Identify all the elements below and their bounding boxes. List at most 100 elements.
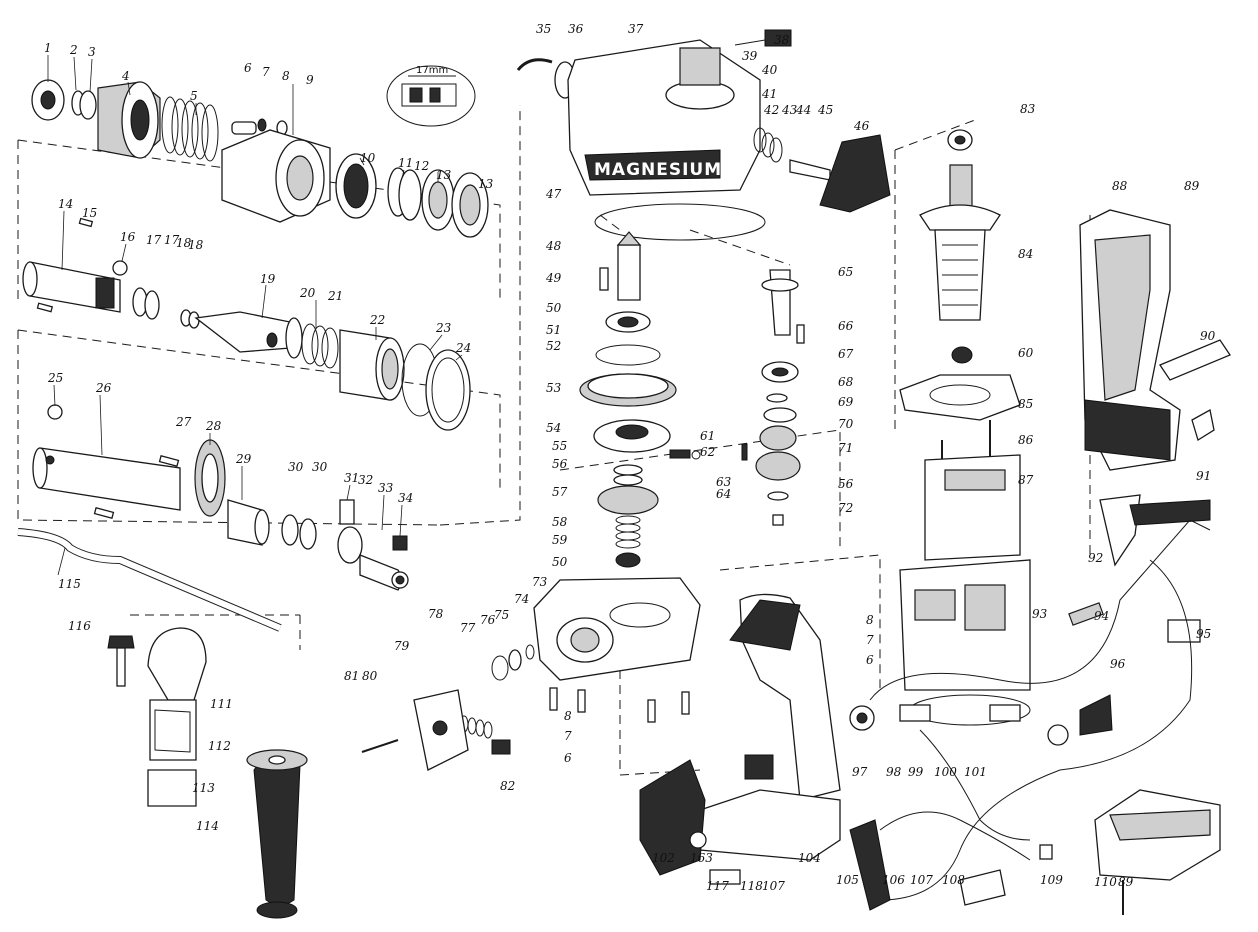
chuck-assembly	[31, 79, 489, 238]
part-number-53: 53	[546, 381, 562, 395]
part-number-105: 105	[836, 873, 859, 887]
part-number-72: 72	[838, 501, 853, 515]
part-number-107: 107	[762, 879, 785, 893]
part-number-87: 87	[1018, 473, 1034, 487]
part-number-16: 16	[120, 230, 136, 244]
brand-logo-text: MAGNESIUM	[594, 160, 722, 180]
part-number-14: 14	[58, 197, 73, 211]
inset-17mm-label: 17mm	[416, 65, 448, 76]
motor-assembly	[899, 129, 1031, 726]
part-number-58: 58	[552, 515, 568, 529]
part-number-30: 30	[312, 460, 328, 474]
part-number-76: 76	[480, 613, 496, 627]
leader-lines	[47, 55, 463, 576]
spindle-assembly	[22, 217, 471, 431]
part-number-91: 91	[1196, 469, 1211, 483]
part-number-70: 70	[838, 417, 854, 431]
part-number-31: 31	[344, 471, 359, 485]
part-number-49: 49	[545, 271, 562, 285]
part-number-3: 3	[88, 45, 96, 59]
part-number-97: 97	[852, 765, 868, 779]
part-number-23: 23	[435, 321, 452, 335]
part-number-114: 114	[196, 819, 219, 833]
part-number-83: 83	[1020, 102, 1036, 116]
part-number-75: 75	[494, 608, 509, 622]
part-number-10: 10	[360, 151, 376, 165]
part-number-115: 115	[58, 577, 81, 591]
part-number-38: 38	[774, 33, 790, 47]
part-number-35: 35	[536, 22, 551, 36]
part-number-59: 59	[552, 533, 568, 547]
part-number-34: 34	[398, 491, 413, 505]
part-number-85: 85	[1018, 397, 1033, 411]
part-number-67: 67	[838, 347, 854, 361]
part-number-13: 13	[478, 177, 494, 191]
part-number-74: 74	[514, 592, 529, 606]
part-number-8: 8	[866, 613, 874, 627]
part-number-79: 79	[394, 639, 410, 653]
part-number-37: 37	[628, 22, 644, 36]
part-number-60: 60	[1018, 346, 1034, 360]
part-number-42: 42	[763, 103, 779, 117]
part-number-8: 8	[282, 69, 290, 83]
part-number-77: 77	[460, 621, 476, 635]
part-number-17: 17	[164, 233, 180, 247]
part-number-112: 112	[208, 739, 231, 753]
part-number-116: 116	[68, 619, 91, 633]
part-number-6: 6	[866, 653, 874, 667]
part-number-110: 110	[1094, 875, 1117, 889]
part-number-27: 27	[175, 415, 192, 429]
inset-17mm-detail: 17mm	[386, 65, 476, 127]
part-number-89: 89	[1118, 875, 1134, 889]
part-number-93: 93	[1032, 607, 1048, 621]
part-number-69: 69	[838, 395, 854, 409]
part-number-89: 89	[1184, 179, 1200, 193]
part-number-32: 32	[358, 473, 373, 487]
part-number-22: 22	[369, 313, 385, 327]
part-number-48: 48	[545, 239, 562, 253]
part-number-46: 46	[853, 119, 870, 133]
part-number-84: 84	[1018, 247, 1033, 261]
part-number-18: 18	[188, 238, 204, 252]
part-number-7: 7	[564, 729, 572, 743]
part-number-52: 52	[546, 339, 561, 353]
part-number-36: 36	[568, 22, 584, 36]
part-number-24: 24	[455, 341, 471, 355]
main-handle	[639, 593, 841, 885]
part-number-109: 109	[1040, 873, 1063, 887]
part-number-86: 86	[1018, 433, 1034, 447]
part-number-12: 12	[414, 159, 429, 173]
part-number-113: 113	[192, 781, 215, 795]
part-number-25: 25	[47, 371, 63, 385]
part-number-43: 43	[781, 103, 798, 117]
part-number-66: 66	[838, 319, 854, 333]
part-number-7: 7	[262, 65, 270, 79]
part-number-107: 107	[910, 873, 933, 887]
part-number-95: 95	[1196, 627, 1211, 641]
part-number-1: 1	[44, 41, 52, 55]
part-number-104: 104	[798, 851, 821, 865]
auxiliary-handle	[107, 627, 308, 919]
part-number-41: 41	[761, 87, 777, 101]
part-number-90: 90	[1200, 329, 1216, 343]
intermediate-shaft	[741, 269, 805, 526]
part-number-17: 17	[146, 233, 162, 247]
part-number-111: 111	[210, 697, 233, 711]
part-number-7: 7	[866, 633, 874, 647]
part-number-96: 96	[1110, 657, 1126, 671]
part-number-5: 5	[190, 89, 198, 103]
part-number-21: 21	[327, 289, 343, 303]
part-number-65: 65	[838, 265, 853, 279]
part-number-28: 28	[205, 419, 222, 433]
part-number-45: 45	[817, 103, 833, 117]
gear-housing: MAGNESIUM	[516, 29, 891, 241]
part-number-56: 56	[838, 477, 854, 491]
part-number-118: 118	[740, 879, 763, 893]
part-number-51: 51	[546, 323, 561, 337]
part-number-88: 88	[1112, 179, 1128, 193]
part-number-4: 4	[121, 69, 130, 83]
piston-assembly	[32, 404, 409, 591]
part-number-54: 54	[546, 421, 561, 435]
part-number-62: 62	[700, 445, 715, 459]
